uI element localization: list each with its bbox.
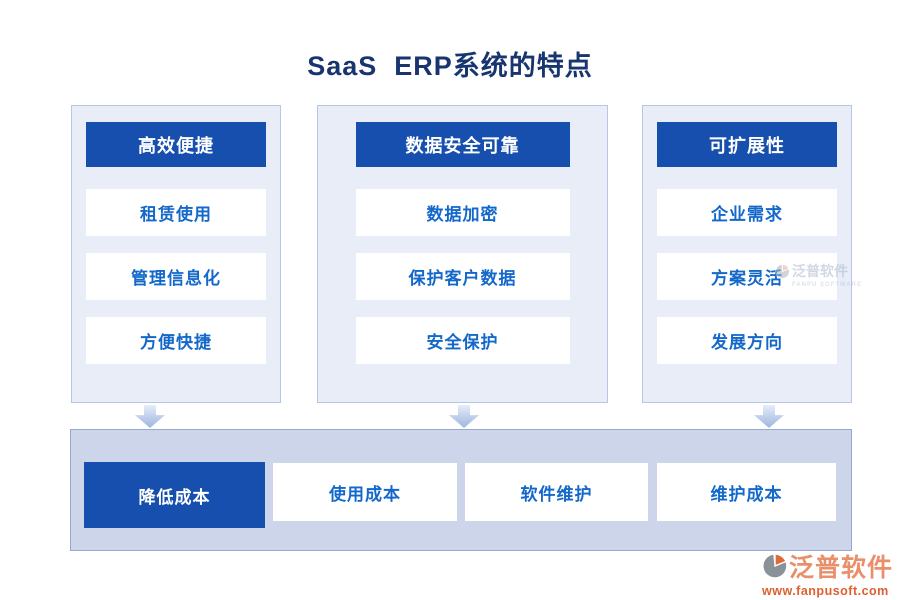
feature-column-efficiency: 高效便捷 租赁使用 管理信息化 方便快捷 [71,105,281,403]
column-header: 可扩展性 [657,122,837,167]
feature-item: 方便快捷 [86,317,266,364]
footer-brand-url: www.fanpusoft.com [762,584,889,598]
feature-item: 保护客户数据 [355,253,570,300]
column-header: 数据安全可靠 [355,122,570,167]
feature-item: 租赁使用 [86,189,266,236]
cost-box: 软件维护 [465,463,648,521]
feature-item: 企业需求 [657,189,837,236]
footer-logo: 泛普软件 www.fanpusoft.com [762,548,896,598]
feature-item: 数据加密 [355,189,570,236]
column-header: 高效便捷 [86,122,266,167]
feature-column-data-security: 数据安全可靠 数据加密 保护客户数据 安全保护 [317,105,608,403]
feature-item: 发展方向 [657,317,837,364]
feature-item: 方案灵活 [657,253,837,300]
cost-summary-panel: 降低成本 使用成本 软件维护 维护成本 [70,429,852,551]
cost-box-highlight: 降低成本 [84,462,265,528]
cost-box: 维护成本 [657,463,836,521]
down-arrow-icon [754,405,784,428]
feature-column-scalability: 可扩展性 企业需求 方案灵活 发展方向 [642,105,852,403]
down-arrow-icon [449,405,479,428]
footer-brand-name: 泛普软件 [789,554,894,582]
cost-box: 使用成本 [273,463,457,521]
feature-item: 安全保护 [355,317,570,364]
fanpu-logo-icon [762,553,788,579]
feature-item: 管理信息化 [86,253,266,300]
down-arrow-icon [135,405,165,428]
page-title: SaaS ERP系统的特点 [307,51,593,81]
